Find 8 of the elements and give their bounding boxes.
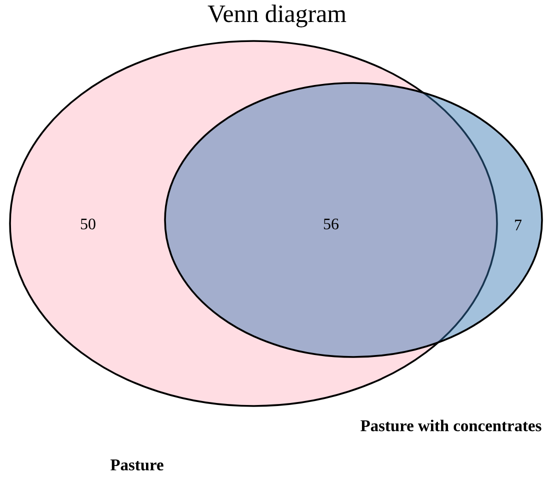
set-label: Pasture with concentrates (360, 420, 542, 432)
ellipse (9, 40, 498, 407)
set-label: Pasture (110, 460, 164, 470)
region-count: 50 (80, 218, 96, 230)
title: Venn diagram (208, 4, 346, 28)
region-count: 56 (324, 218, 338, 230)
ellipse (164, 82, 543, 358)
region-count: 7 (515, 220, 522, 230)
